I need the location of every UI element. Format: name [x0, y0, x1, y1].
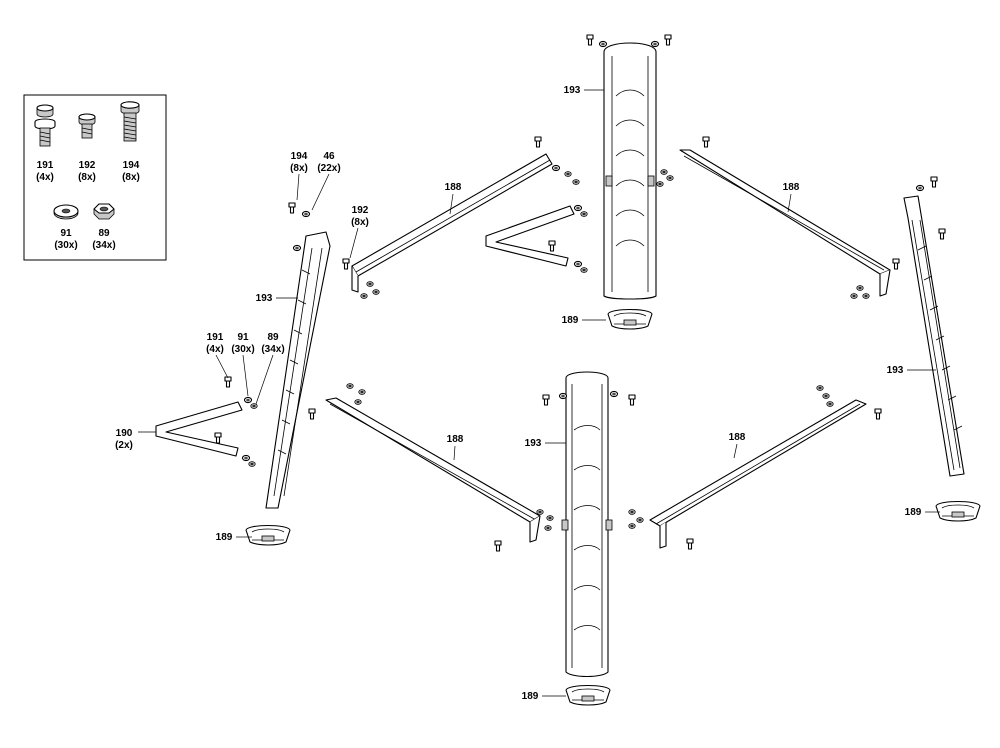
- legend-number-191: 191: [37, 160, 54, 171]
- callout-191-qty: (4x): [206, 344, 224, 355]
- callout-193-right: 193: [887, 365, 904, 376]
- callout-194-number: 194: [291, 151, 308, 162]
- callout-188-top-left: 188: [445, 182, 462, 193]
- rail-top-right: [656, 136, 900, 299]
- legend-qty-191: (4x): [36, 172, 54, 183]
- rail-top-left: [342, 136, 580, 299]
- callout-89-qty: (34x): [261, 344, 284, 355]
- leg-right: [903, 176, 965, 477]
- callout-91-qty: (30x): [231, 344, 254, 355]
- callout-191-number: 191: [207, 332, 224, 343]
- legend-number-89: 89: [98, 228, 110, 239]
- legend-number-91: 91: [60, 228, 72, 239]
- callout-189-right: 189: [905, 507, 922, 518]
- callout-188-top-right: 188: [783, 182, 800, 193]
- washer-icon: [53, 204, 79, 220]
- callout-46-number: 46: [323, 151, 335, 162]
- callout-190-qty: (2x): [115, 440, 133, 451]
- leg-top-center: [586, 34, 672, 300]
- callout-189-bottom: 189: [522, 691, 539, 702]
- callout-190-number: 190: [116, 428, 133, 439]
- bolt-with-washer-icon: [34, 104, 56, 147]
- callout-193-center: 193: [525, 438, 542, 449]
- legend-qty-192: (8x): [78, 172, 96, 183]
- callout-188-bottom-left: 188: [447, 434, 464, 445]
- long-bolt-icon: [120, 101, 140, 142]
- foot-top: [607, 308, 653, 330]
- foot-left: [245, 524, 291, 546]
- short-bolt-icon: [78, 113, 96, 139]
- legend-number-194: 194: [123, 160, 140, 171]
- callout-91-number: 91: [237, 332, 249, 343]
- callout-group-left-mid: 191 (4x) 91 (30x) 89 (34x) 190 (2x): [115, 332, 285, 451]
- callout-189-left: 189: [216, 532, 233, 543]
- brace-left: [155, 376, 258, 467]
- leg-center: [542, 371, 636, 678]
- brace-top: [485, 204, 588, 273]
- legend-qty-89: (34x): [92, 240, 115, 251]
- legend-number-192: 192: [79, 160, 96, 171]
- callout-192-qty: (8x): [351, 217, 369, 228]
- callout-194-qty: (8x): [290, 163, 308, 174]
- hardware-legend: 191 (4x) 192 (8x) 194 (8x) 91 (30x) 89 (…: [23, 94, 167, 261]
- callout-group-left-top: 194 (8x) 46 (22x) 192 (8x): [290, 151, 369, 259]
- callout-193-top: 193: [564, 85, 581, 96]
- callout-89-number: 89: [267, 332, 279, 343]
- hex-nut-icon: [93, 203, 115, 220]
- callout-189-top: 189: [562, 315, 579, 326]
- foot-bottom: [565, 684, 611, 706]
- legend-qty-91: (30x): [54, 240, 77, 251]
- foot-right: [935, 500, 981, 522]
- callout-188-bottom-right: 188: [729, 432, 746, 443]
- legend-qty-194: (8x): [122, 172, 140, 183]
- callout-46-qty: (22x): [317, 163, 340, 174]
- leg-left: [265, 202, 331, 509]
- rail-bottom-left: [308, 383, 554, 552]
- callout-192-number: 192: [352, 205, 369, 216]
- rail-bottom-right: [628, 385, 882, 550]
- callout-193-left: 193: [256, 293, 273, 304]
